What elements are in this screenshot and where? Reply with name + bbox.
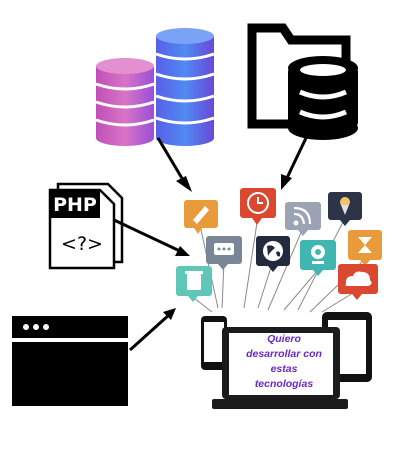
rss-icon bbox=[285, 202, 321, 236]
laptop-text-line-2: desarrollar con bbox=[246, 348, 322, 360]
icon-cloud bbox=[176, 188, 382, 313]
laptop-screen-text: Quiero desarrollar con estas tecnologías bbox=[238, 332, 330, 392]
cloud-icon bbox=[338, 264, 378, 300]
laptop-text-line-4: tecnologías bbox=[254, 378, 314, 390]
folder-database-icon bbox=[247, 23, 358, 140]
arrows bbox=[113, 137, 308, 352]
arrow-down-right bbox=[156, 137, 188, 186]
trash-icon bbox=[176, 266, 212, 302]
database-pink-icon bbox=[95, 58, 155, 146]
webcam-icon bbox=[300, 240, 336, 276]
browser-window-icon bbox=[12, 316, 128, 406]
hourglass-icon bbox=[348, 230, 382, 266]
chat-icon bbox=[206, 236, 242, 270]
arrow-up-right bbox=[128, 312, 172, 352]
globe-icon bbox=[256, 236, 290, 272]
php-code-symbol: <?> bbox=[61, 233, 103, 255]
php-label: PHP bbox=[53, 194, 97, 216]
arrow-down-left bbox=[284, 137, 308, 181]
php-file-icon: PHP <?> bbox=[48, 182, 124, 270]
laptop-text-line-3: estas bbox=[270, 363, 298, 375]
edit-icon bbox=[184, 200, 218, 234]
laptop-text-line-1: Quiero bbox=[267, 333, 301, 345]
arrow-right bbox=[113, 218, 183, 254]
ice-cream-icon bbox=[328, 192, 362, 226]
clock-icon bbox=[240, 188, 276, 225]
phone-device bbox=[201, 316, 227, 370]
database-blue-icon bbox=[155, 28, 215, 146]
laptop-device bbox=[212, 327, 348, 409]
